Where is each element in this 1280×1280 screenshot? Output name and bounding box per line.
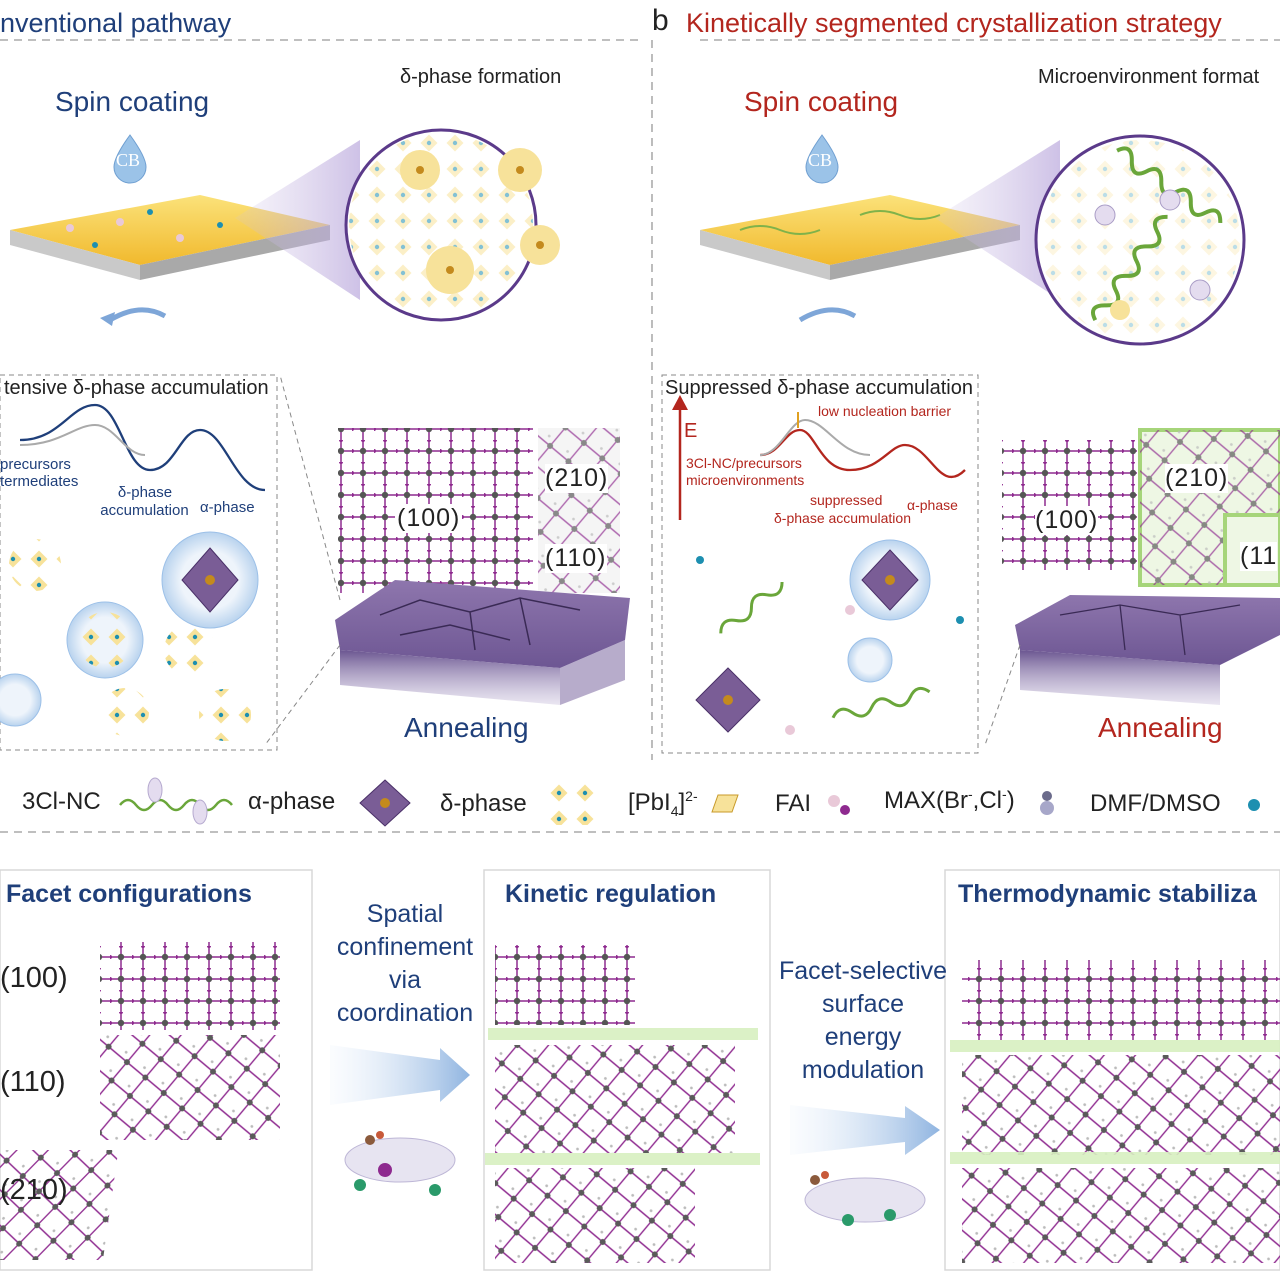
molecule-cup-1 (344, 1131, 456, 1196)
thermodynamic-title: Thermodynamic stabiliza (958, 880, 1257, 908)
delta-clusters-a (0, 531, 259, 741)
barrier-label: low nucleation barrier (818, 403, 952, 419)
label-alpha-b: α-phase (907, 497, 958, 513)
arrow-2-text: Facet-selective surface energy modulatio… (778, 957, 948, 1084)
lattice-100-b (1002, 440, 1137, 570)
legend-icons (119, 777, 1260, 827)
zoom-title-a: δ-phase formation (400, 66, 562, 88)
facet-label-100: (100) (0, 962, 68, 994)
energy-curve-a (19, 403, 266, 492)
facet-lattice-100 (100, 942, 280, 1030)
micro-scene-b (695, 539, 964, 735)
arrow-2 (790, 1105, 940, 1155)
facet-210-a: (210) (545, 464, 609, 493)
facet-100-b: (100) (1035, 506, 1099, 535)
facet-210-b: (210) (1165, 464, 1229, 493)
legend-pbi4: [PbI4]2- (628, 788, 698, 819)
spin-coating-label-a: Spin coating (55, 86, 210, 117)
kinetic-lattice-top (495, 945, 635, 1025)
suppressed-2: δ-phase accumulation (774, 510, 911, 526)
zoom-cone-a (235, 140, 360, 300)
label-alpha-a: α-phase (200, 499, 255, 516)
legend-fai: FAI (775, 790, 812, 817)
legend-delta: δ-phase (440, 790, 527, 817)
cb-label-b: CB (808, 150, 833, 170)
facet-100-a: (100) (395, 504, 463, 533)
facet-lattice-210 (0, 1150, 119, 1260)
spin-coating-label-b: Spin coating (744, 86, 899, 117)
annealing-a: Annealing (404, 712, 529, 743)
label-intermediates: termediates (0, 473, 79, 490)
energy-title-a: tensive δ-phase accumulation (4, 377, 269, 399)
facet-configurations-title: Facet configurations (6, 880, 252, 908)
suppressed-1: suppressed (810, 492, 883, 508)
micro-label-1: 3Cl-NC/precursors (686, 455, 802, 471)
droplet-b (805, 134, 839, 184)
arrow-1 (330, 1045, 470, 1105)
legend-alpha: α-phase (248, 788, 336, 815)
zoom-title-b: Microenvironment format (1038, 66, 1260, 88)
slab-b (1015, 595, 1280, 705)
zoom-cone-b (935, 140, 1060, 300)
panel-b-letter: b (652, 4, 669, 37)
facet-label-210: (210) (0, 1174, 68, 1206)
slab-a (335, 580, 630, 705)
kinetic-regulation-title: Kinetic regulation (505, 880, 717, 908)
facet-11-b: (11 (1240, 542, 1278, 571)
label-precursors: precursors (0, 456, 71, 473)
facet-110-a: (110) (545, 544, 607, 573)
legend-3clnc: 3Cl-NC (22, 788, 101, 815)
zoom-circle-b (1034, 134, 1246, 346)
panel-a-title: nventional pathway (0, 8, 232, 38)
legend-max: MAX(Br-,Cl-) (884, 786, 1015, 814)
facet-lattice-110 (100, 1035, 280, 1140)
zoom-circle-a (344, 128, 560, 322)
molecule-cup-2 (804, 1171, 926, 1226)
droplet-a (113, 134, 147, 184)
arrow-1-text: Spatial confinement via coordination (336, 900, 474, 1027)
thermo-lattice-top (962, 960, 1280, 1040)
energy-box-b (661, 374, 979, 754)
label-accumulation-1: δ-phase (117, 484, 173, 501)
panel-b-title: Kinetically segmented crystallization st… (686, 8, 1222, 38)
facet-label-110: (110) (0, 1066, 66, 1098)
energy-axis-label: E (684, 420, 698, 442)
energy-curve-b (759, 428, 966, 479)
energy-box-a (0, 374, 278, 751)
micro-label-2: microenvironments (686, 472, 805, 488)
annealing-b: Annealing (1098, 712, 1223, 743)
cb-label-a: CB (116, 150, 141, 170)
label-accumulation-2: accumulation (100, 502, 189, 519)
legend-dmf-dmso: DMF/DMSO (1090, 790, 1221, 817)
energy-title-b: Suppressed δ-phase accumulation (665, 377, 973, 399)
